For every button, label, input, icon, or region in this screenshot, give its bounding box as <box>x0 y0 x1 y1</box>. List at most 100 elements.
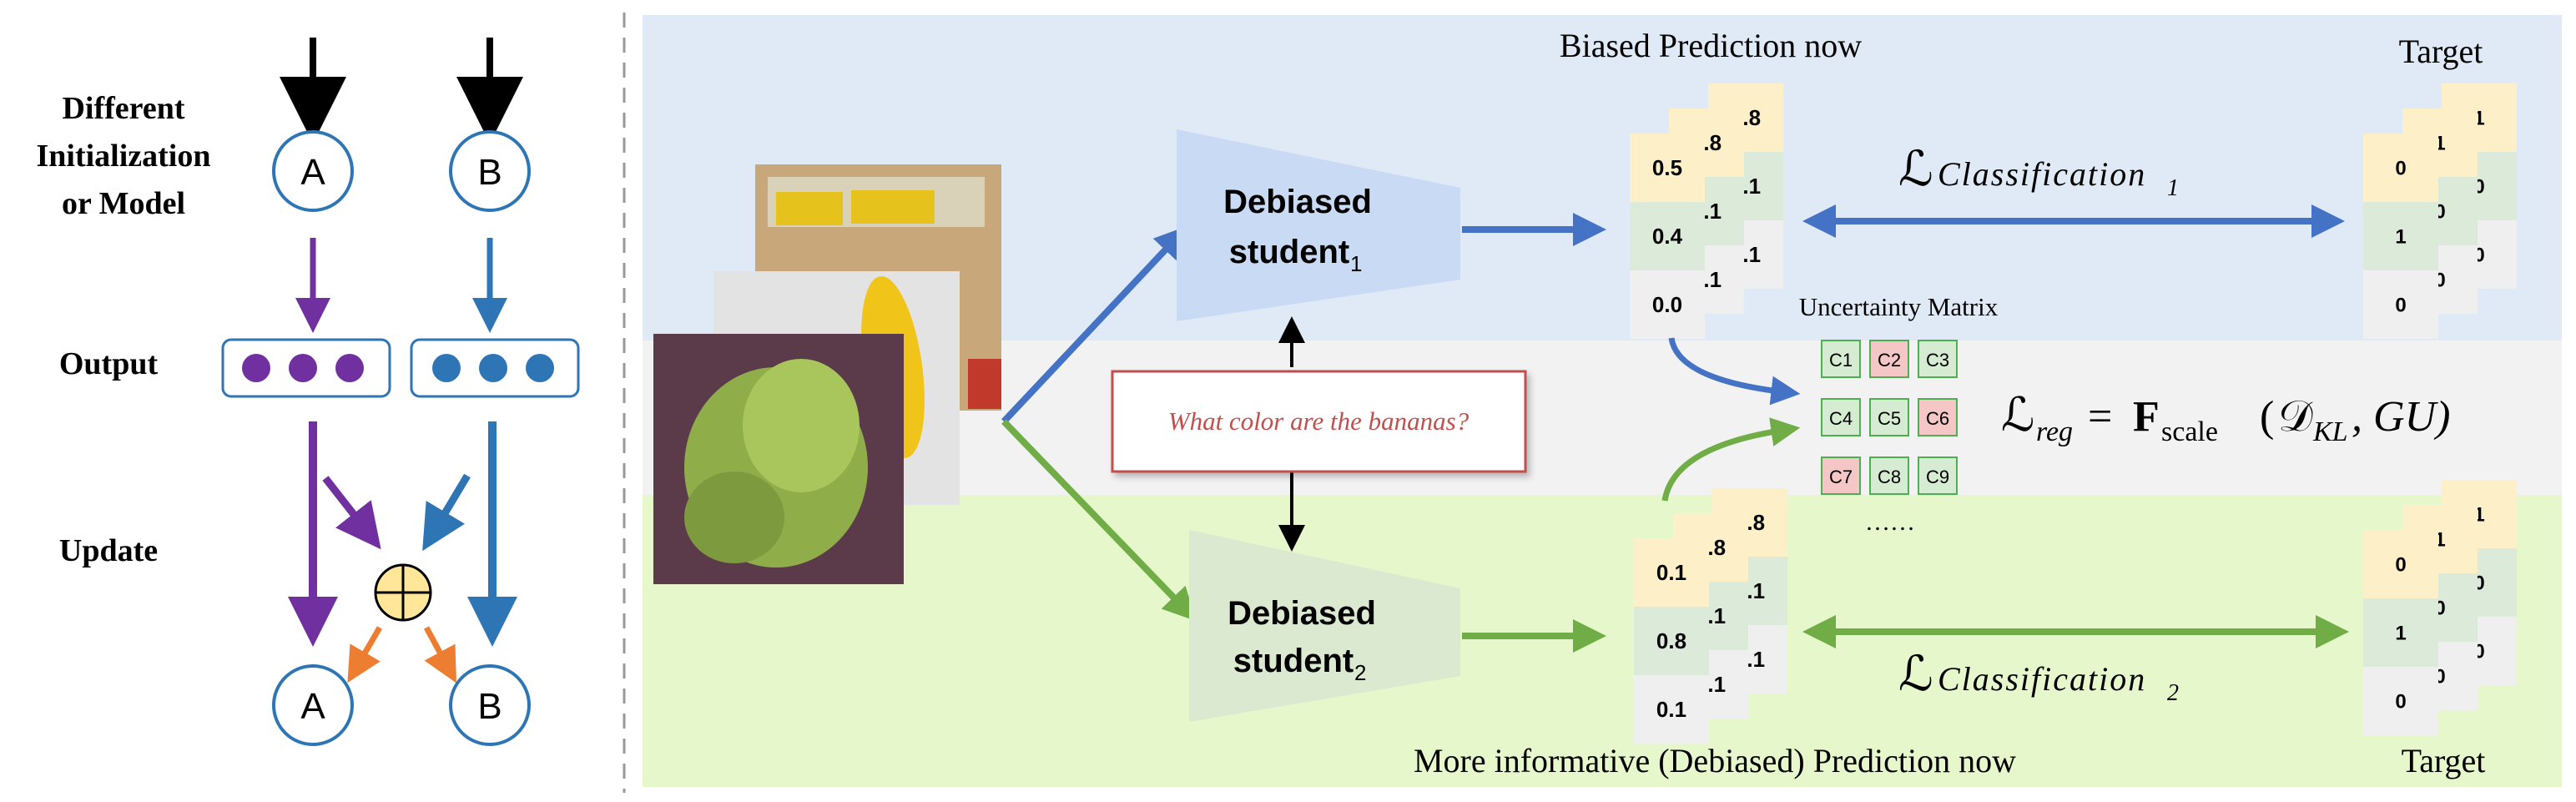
matrix-cell-c6 <box>1918 398 1958 436</box>
matrix-cell-label: C4 <box>1829 408 1853 429</box>
prediction-stack-top: 0.80.10.10.80.10.10.50.40.0 <box>1630 83 1783 339</box>
loss-reg-D: 𝒟 <box>2278 393 2313 441</box>
left-panel: Different Initialization or Model Output… <box>36 38 580 746</box>
question-text: What color are the bananas? <box>1168 406 1469 436</box>
student1-trapezoid <box>1177 129 1460 321</box>
arrow-sum-to-a <box>347 626 383 683</box>
green-bunch <box>684 472 784 563</box>
student1-subscript: 1 <box>1350 251 1362 276</box>
output-a-dot <box>289 354 317 382</box>
pred-top-front-cell <box>1630 134 1705 202</box>
pred-bot-front-value: 0.1 <box>1656 560 1686 585</box>
label-initialization: Initialization <box>36 139 210 174</box>
target-bot-front-value: 0 <box>2395 553 2406 576</box>
student2-label: Debiased <box>1228 595 1376 632</box>
target-bot-front-value: 1 <box>2395 622 2406 644</box>
student1-label2: student <box>1229 234 1349 270</box>
target-top-front-cell <box>2363 270 2438 339</box>
node-a-bottom-label: A <box>300 686 325 727</box>
output-b-dot <box>479 354 507 382</box>
matrix-cell-label: C2 <box>1878 350 1901 371</box>
loss-reg-symbol: ℒ <box>2001 390 2034 441</box>
green-bunch <box>743 359 860 492</box>
loss-reg-subscript: reg <box>2036 416 2073 447</box>
uncertainty-matrix-title: Uncertainty Matrix <box>1799 292 1999 321</box>
node-a-label: A <box>300 152 325 193</box>
banana-yellow <box>851 190 935 224</box>
banana-yellow <box>776 192 843 225</box>
node-b-bottom <box>449 664 531 746</box>
target-top-front-cell <box>2363 202 2438 270</box>
matrix-ellipsis: …… <box>1865 508 1915 536</box>
loss-cls1-subscript: 1 <box>2167 175 2179 201</box>
label-different: Different <box>62 91 184 126</box>
output-a-dot <box>242 354 270 382</box>
label-output: Output <box>59 346 159 381</box>
student2-subscript: 2 <box>1354 660 1366 685</box>
node-a-top <box>272 130 354 212</box>
pred-bot-front-cell <box>1634 675 1709 744</box>
target-top-front-cell <box>2363 134 2438 202</box>
loss-cls2-subscript: 2 <box>2167 680 2179 706</box>
loss-reg-F: F <box>2133 393 2160 441</box>
arrow-a-to-sum <box>322 476 381 550</box>
loss-cls2-text: Classification <box>1938 660 2146 698</box>
target-bot-front-cell <box>2363 598 2438 667</box>
target-top-title: Target <box>2399 33 2483 70</box>
prediction-stack-bottom: 0.80.10.10.80.10.10.10.80.1 <box>1634 488 1787 744</box>
matrix-cell-c9 <box>1918 456 1958 495</box>
node-b-top <box>449 130 531 212</box>
pred-bot-front-value: 0.8 <box>1656 628 1686 653</box>
target-top-front-value: 0 <box>2395 157 2406 179</box>
pred-top-front-value: 0.5 <box>1652 155 1682 180</box>
matrix-cell-label: C8 <box>1878 467 1901 487</box>
loss-cls2-symbol: ℒ <box>1898 647 1933 701</box>
matrix-cell-c2 <box>1869 340 1909 378</box>
pred-bot-front-cell <box>1634 607 1709 675</box>
node-a-bottom <box>272 664 354 746</box>
loss-reg-scale: scale <box>2161 416 2218 447</box>
loss-reg-paren: ( <box>2260 393 2274 441</box>
matrix-cell-c3 <box>1918 340 1958 378</box>
label-or-model: or Model <box>62 186 185 221</box>
target-bot-front-value: 0 <box>2395 690 2406 713</box>
label-update: Update <box>59 533 158 568</box>
main-panel: Debiased student 1 Debiased student 2 Wh… <box>643 15 2562 787</box>
loss-reg-rest: , GU) <box>2352 393 2450 441</box>
matrix-cell-label: C6 <box>1926 408 1949 429</box>
matrix-cell-label: C9 <box>1926 467 1949 487</box>
output-b-dot <box>526 354 554 382</box>
loss-cls1-symbol: ℒ <box>1898 142 1933 196</box>
matrix-cell-label: C7 <box>1829 467 1853 487</box>
matrix-cell-c7 <box>1821 456 1861 495</box>
loss-reg-equals: = <box>2088 393 2112 441</box>
loss-reg-KL: KL <box>2312 416 2348 447</box>
pred-bot-front-cell <box>1634 538 1709 607</box>
arrow-pred2-to-matrix <box>1661 417 1801 502</box>
arrow-image-to-student1 <box>1001 225 1188 424</box>
output-a-dot <box>335 354 364 382</box>
pred-top-front-value: 0.0 <box>1652 292 1682 317</box>
question-box <box>1111 370 1527 473</box>
node-b-bottom-label: B <box>477 686 502 727</box>
output-b-dot <box>432 354 461 382</box>
reg-loss-formula: ℒ reg = F scale ( 𝒟 KL , GU) <box>2001 390 2450 447</box>
matrix-cell-label: C1 <box>1829 350 1853 371</box>
arrow-pred1-to-matrix <box>1668 337 1801 406</box>
informative-prediction-title: More informative (Debiased) Prediction n… <box>1414 742 2016 779</box>
student2-label2: student <box>1233 643 1354 679</box>
target-top-front-value: 0 <box>2395 294 2406 316</box>
matrix-cell-c1 <box>1821 340 1861 378</box>
biased-prediction-title: Biased Prediction now <box>1560 27 1862 64</box>
pred-top-front-cell <box>1630 270 1705 339</box>
image-stack <box>653 164 1001 584</box>
pred-top-front-cell <box>1630 202 1705 270</box>
pred-bot-front-value: 0.1 <box>1656 697 1686 722</box>
student1-label: Debiased <box>1223 184 1372 220</box>
matrix-cell-label: C5 <box>1878 408 1901 429</box>
loss-cls1-text: Classification <box>1938 155 2146 193</box>
